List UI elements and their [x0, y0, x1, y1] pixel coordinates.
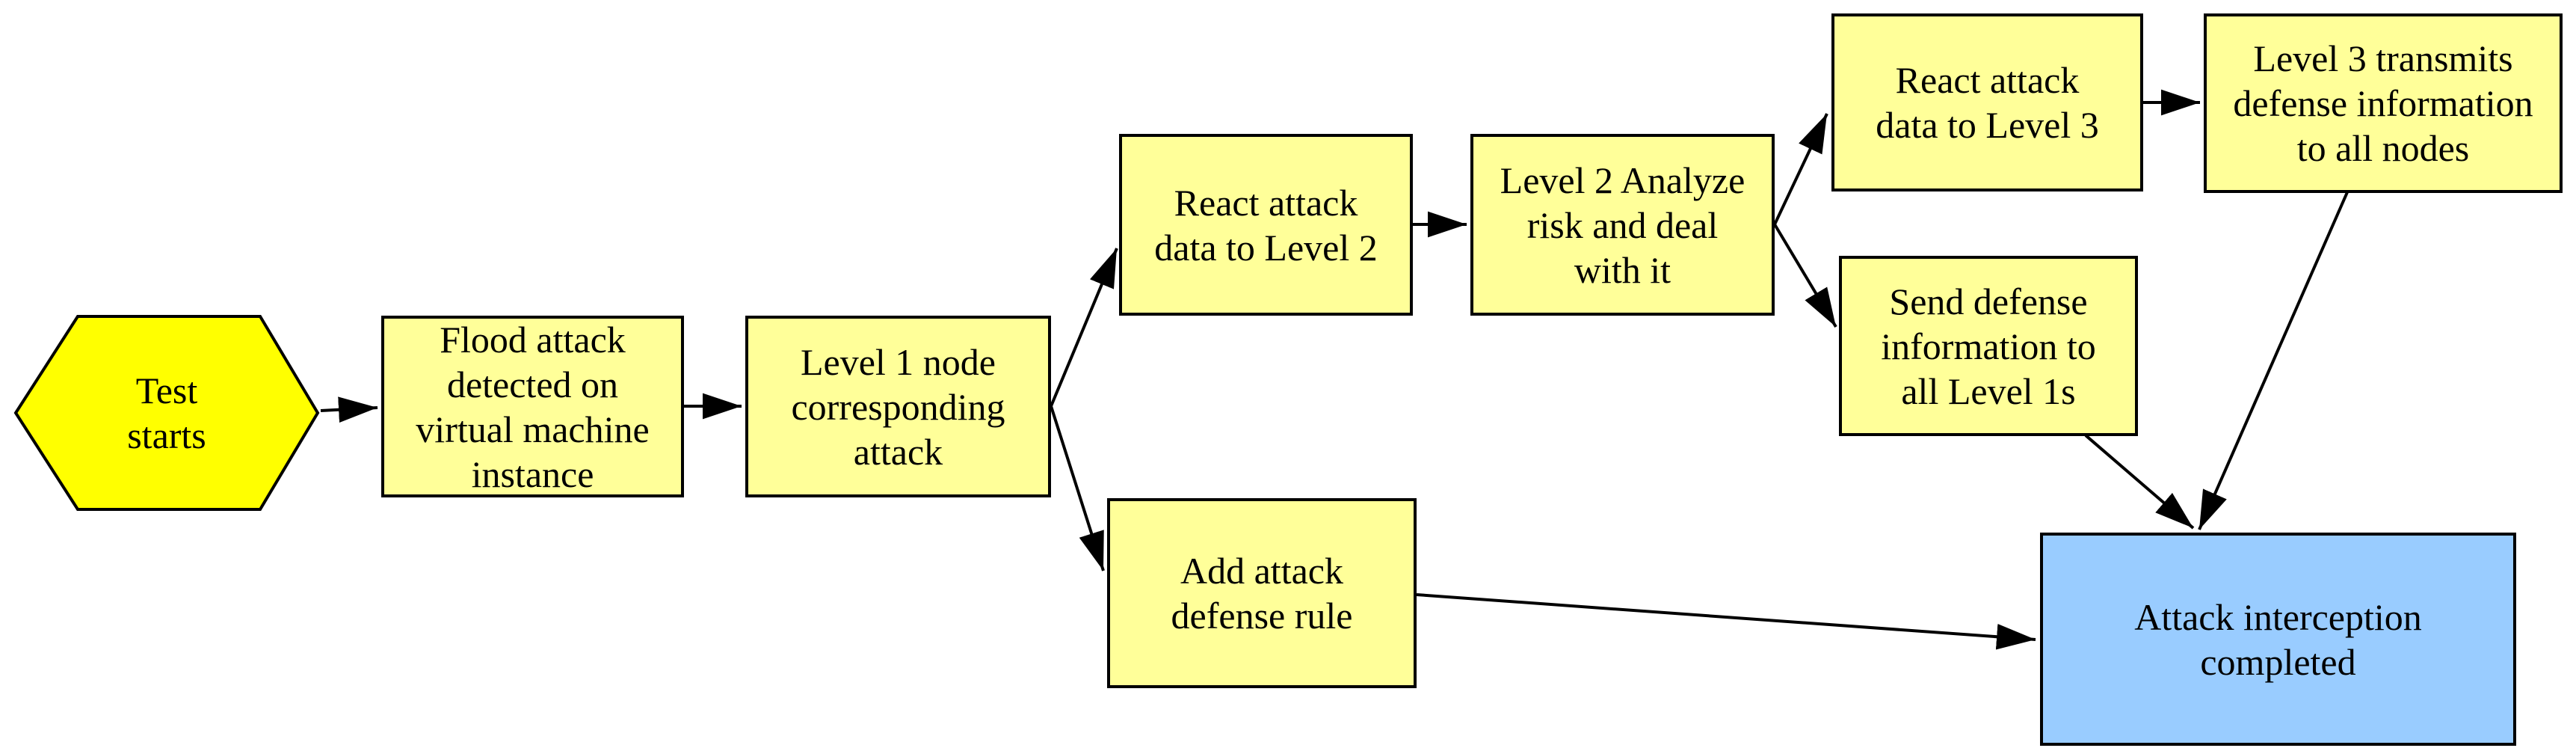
node-add-rule: Add attack defense rule — [1107, 498, 1417, 688]
edge-level1-to-react2 — [1050, 248, 1118, 407]
node-react-level2: React attack data to Level 2 — [1119, 134, 1413, 316]
edge-level1-to-addrule — [1050, 405, 1105, 571]
node-level3-transmit: Level 3 transmits defense information to… — [2204, 13, 2563, 193]
node-shape-test-starts — [13, 315, 320, 511]
node-send-defense: Send defense information to all Level 1s — [1839, 256, 2138, 436]
node-level1-respond: Level 1 node corresponding attack — [745, 316, 1051, 497]
node-test-starts: Test starts — [127, 370, 206, 456]
node-attack-interception-completed: Attack interception completed — [2040, 533, 2516, 746]
edge-start-to-flood — [320, 396, 378, 423]
edge-addrule-to-completed — [1416, 593, 2036, 650]
node-level2-analyze: Level 2 Analyze risk and deal with it — [1470, 134, 1775, 316]
edge-level2-to-react3 — [1773, 113, 1828, 225]
edge-level2-to-send — [1773, 223, 1837, 328]
node-react-level3: React attack data to Level 3 — [1831, 13, 2143, 191]
node-flood-detected: Flood attack detected on virtual machine… — [381, 316, 684, 497]
edge-send-to-completed — [2084, 434, 2195, 530]
edge-level3-to-completed — [2198, 191, 2349, 530]
